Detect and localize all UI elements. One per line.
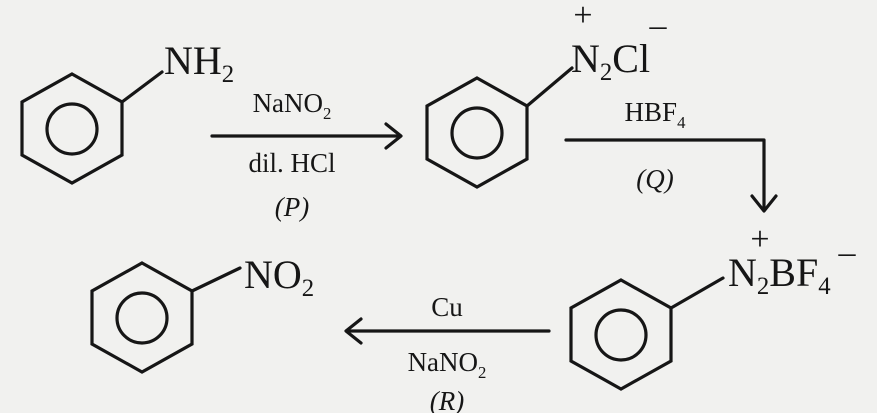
nitro-group-label: NO2 [244, 252, 314, 302]
step-label-p: (P) [275, 192, 309, 222]
amino-group-label: NH2 [164, 38, 234, 88]
reagent-r-below: NaNO2 [408, 347, 487, 382]
arrow-r [344, 317, 551, 345]
reagent-p-above: NaNO2 [253, 88, 332, 123]
benzene-ring-diazonium-chloride [425, 76, 529, 189]
step-label-r: (R) [430, 386, 464, 413]
reagent-p-below: dil. HCl [248, 148, 335, 178]
arrow-p [210, 122, 403, 150]
arrow-q [564, 138, 778, 213]
c-n-bond-nitrobenzene [190, 266, 242, 293]
benzene-ring-aniline [20, 72, 124, 185]
benzene-ring-nitrobenzene [90, 261, 194, 374]
negative-charge-1: – [649, 7, 668, 44]
step-label-q: (Q) [636, 164, 673, 194]
positive-charge-2: + [750, 221, 769, 258]
positive-charge-1: + [573, 0, 592, 34]
c-n-bond-diazonium-tetrafluoroborate [669, 276, 725, 310]
reagent-r-above: Cu [431, 292, 463, 322]
c-n-bond-diazonium-chloride [525, 66, 574, 108]
benzene-ring-diazonium-tetrafluoroborate [569, 278, 673, 391]
reagent-q-above: HBF4 [625, 97, 687, 132]
diazonium-tetrafluoroborate-label: N2BF4 [728, 250, 831, 300]
negative-charge-2: – [838, 234, 857, 271]
diazonium-chloride-label: N2Cl [571, 36, 650, 86]
c-n-bond-aniline [120, 70, 164, 104]
